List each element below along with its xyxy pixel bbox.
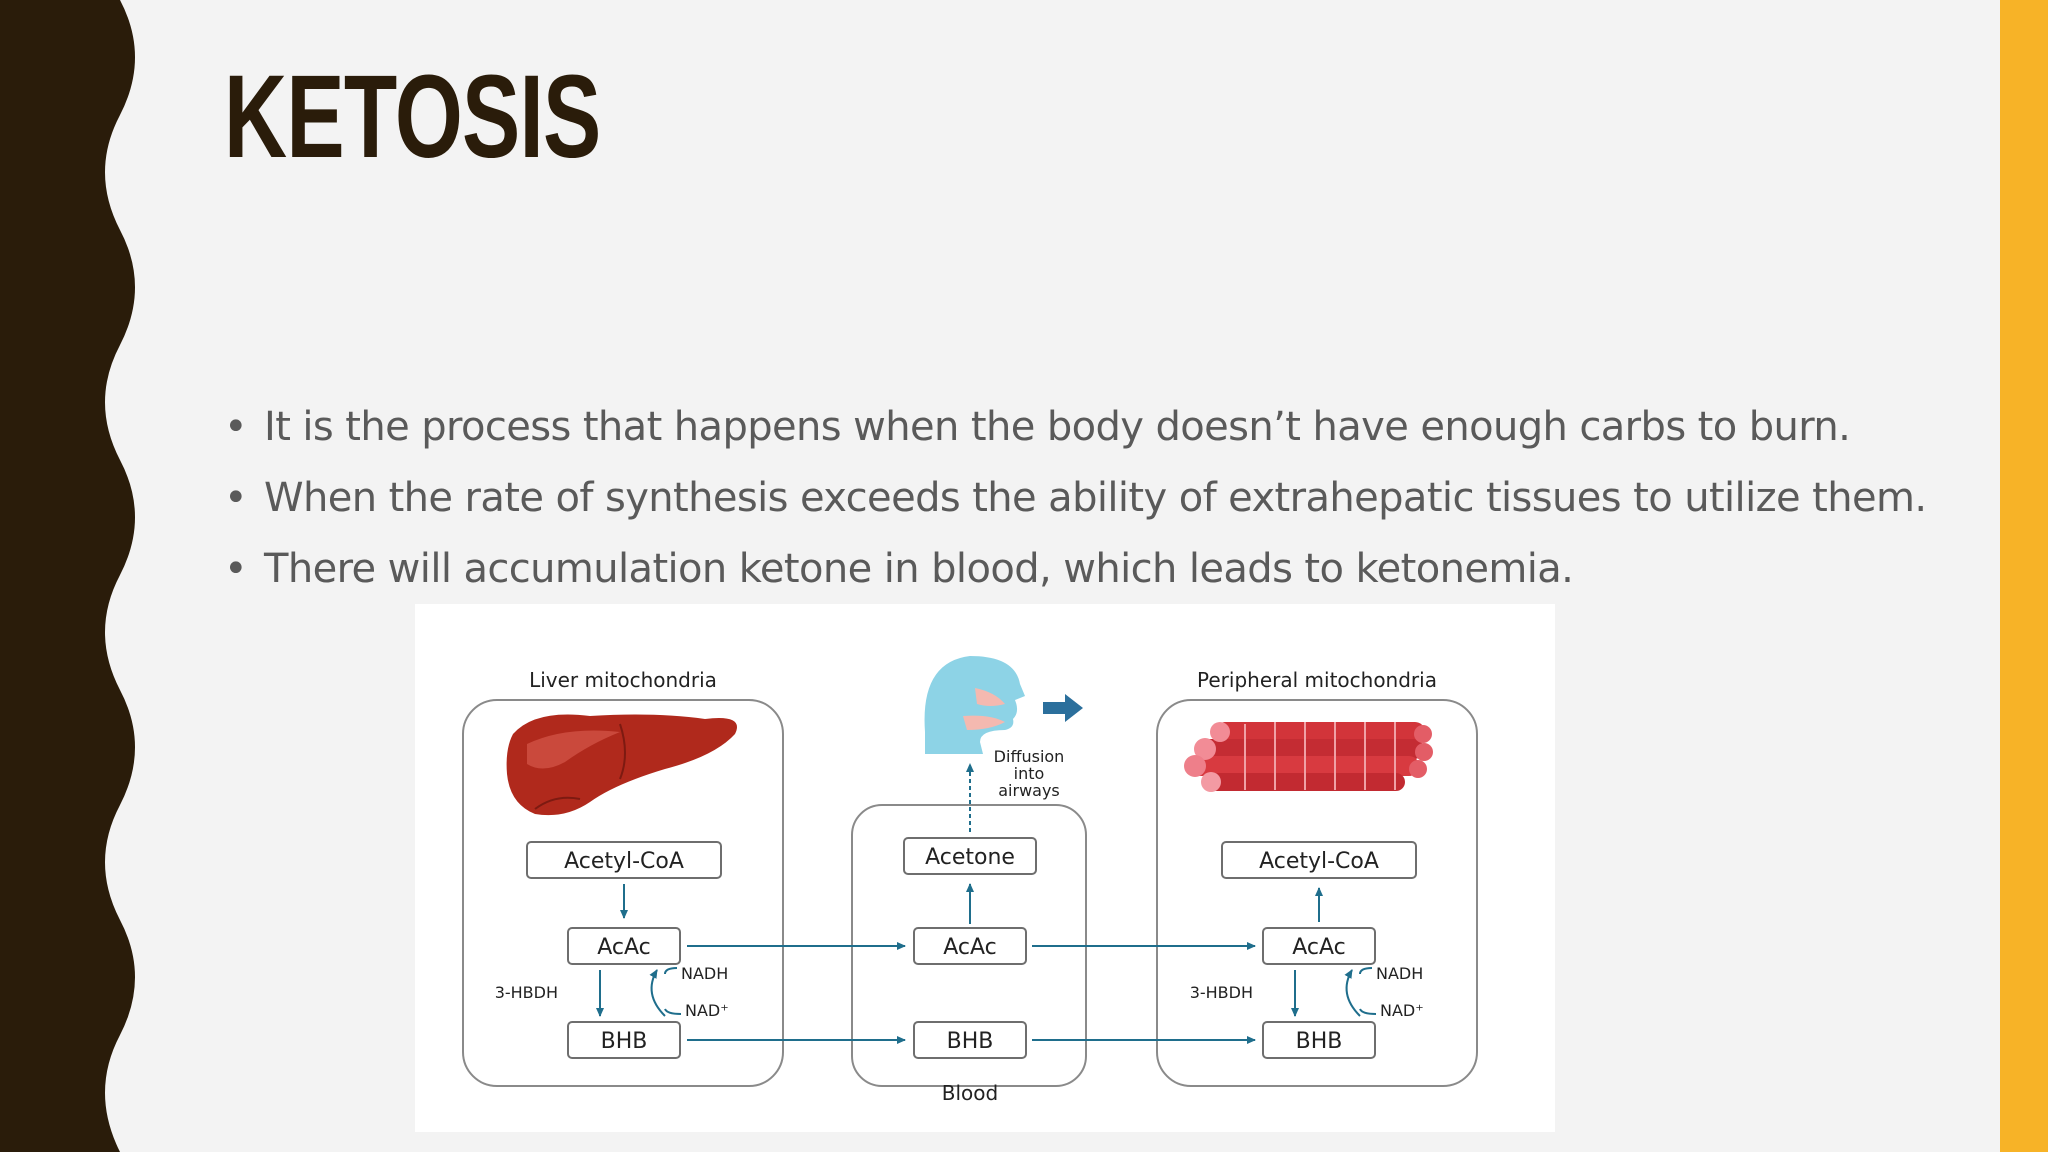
diffusion-label-line1: Diffusion [994, 747, 1065, 766]
liver-acetylcoa-label: Acetyl-CoA [564, 849, 684, 874]
peripheral-nadh-label: NADH [1376, 964, 1423, 983]
liver-bhb-box [567, 1021, 681, 1059]
diffusion-label-line2: into [1014, 764, 1045, 783]
blood-acac-label: AcAc [943, 935, 997, 960]
peripheral-acac-label: AcAc [1292, 935, 1346, 960]
bullet-text: When the rate of synthesis exceeds the a… [264, 475, 1927, 521]
slide-title: KETOSIS [224, 51, 601, 183]
peripheral-heading: Peripheral mitochondria [1197, 668, 1437, 692]
liver-container [462, 699, 784, 1087]
blood-acetone-label: Acetone [925, 845, 1015, 870]
peripheral-acetylcoa-box [1221, 841, 1417, 879]
ketosis-diagram: Liver mitochondria Peripheral mitochondr… [415, 604, 1555, 1132]
liver-heading: Liver mitochondria [529, 668, 717, 692]
bullet-marker: • [224, 475, 248, 521]
bullet-item: • It is the process that happens when the… [224, 392, 2004, 463]
peripheral-acetylcoa-label: Acetyl-CoA [1259, 849, 1379, 874]
liver-acac-label: AcAc [597, 935, 651, 960]
human-head-icon [924, 656, 1083, 754]
liver-acac-box [567, 927, 681, 965]
peripheral-bhb-box [1262, 1021, 1376, 1059]
pathway-arrows [596, 763, 1377, 1044]
bullet-item: • When the rate of synthesis exceeds the … [224, 463, 2004, 534]
peripheral-container [1156, 699, 1478, 1087]
bullet-marker: • [224, 404, 248, 450]
bullet-text: It is the process that happens when the … [264, 404, 1851, 450]
diagram-svg: Liver mitochondria Peripheral mitochondr… [462, 656, 1478, 1105]
right-accent-bar [2000, 0, 2048, 1152]
peripheral-enzyme-label: 3-HBDH [1190, 983, 1253, 1002]
liver-enzyme-label: 3-HBDH [495, 983, 558, 1002]
liver-icon [506, 714, 737, 816]
bullet-marker: • [224, 546, 248, 592]
peripheral-bhb-label: BHB [1296, 1029, 1343, 1054]
peripheral-acac-box [1262, 927, 1376, 965]
left-wave-band [0, 0, 135, 1152]
bullet-item: • There will accumulation ketone in blood… [224, 534, 2004, 605]
liver-bhb-label: BHB [601, 1029, 648, 1054]
blood-bhb-label: BHB [947, 1029, 994, 1054]
liver-acetylcoa-box [526, 841, 722, 879]
blood-acetone-box [903, 837, 1037, 875]
blood-acac-box [913, 927, 1027, 965]
diffusion-label-line3: airways [998, 781, 1060, 800]
muscle-fibers-icon [1184, 722, 1433, 792]
liver-nadh-label: NADH [681, 964, 728, 983]
blood-bhb-box [913, 1021, 1027, 1059]
blood-heading: Blood [942, 1081, 998, 1105]
liver-nad-label: NAD⁺ [685, 1001, 729, 1020]
peripheral-nad-label: NAD⁺ [1380, 1001, 1424, 1020]
bullet-text: There will accumulation ketone in blood,… [264, 546, 1574, 592]
bullet-list: • It is the process that happens when the… [224, 392, 2004, 605]
